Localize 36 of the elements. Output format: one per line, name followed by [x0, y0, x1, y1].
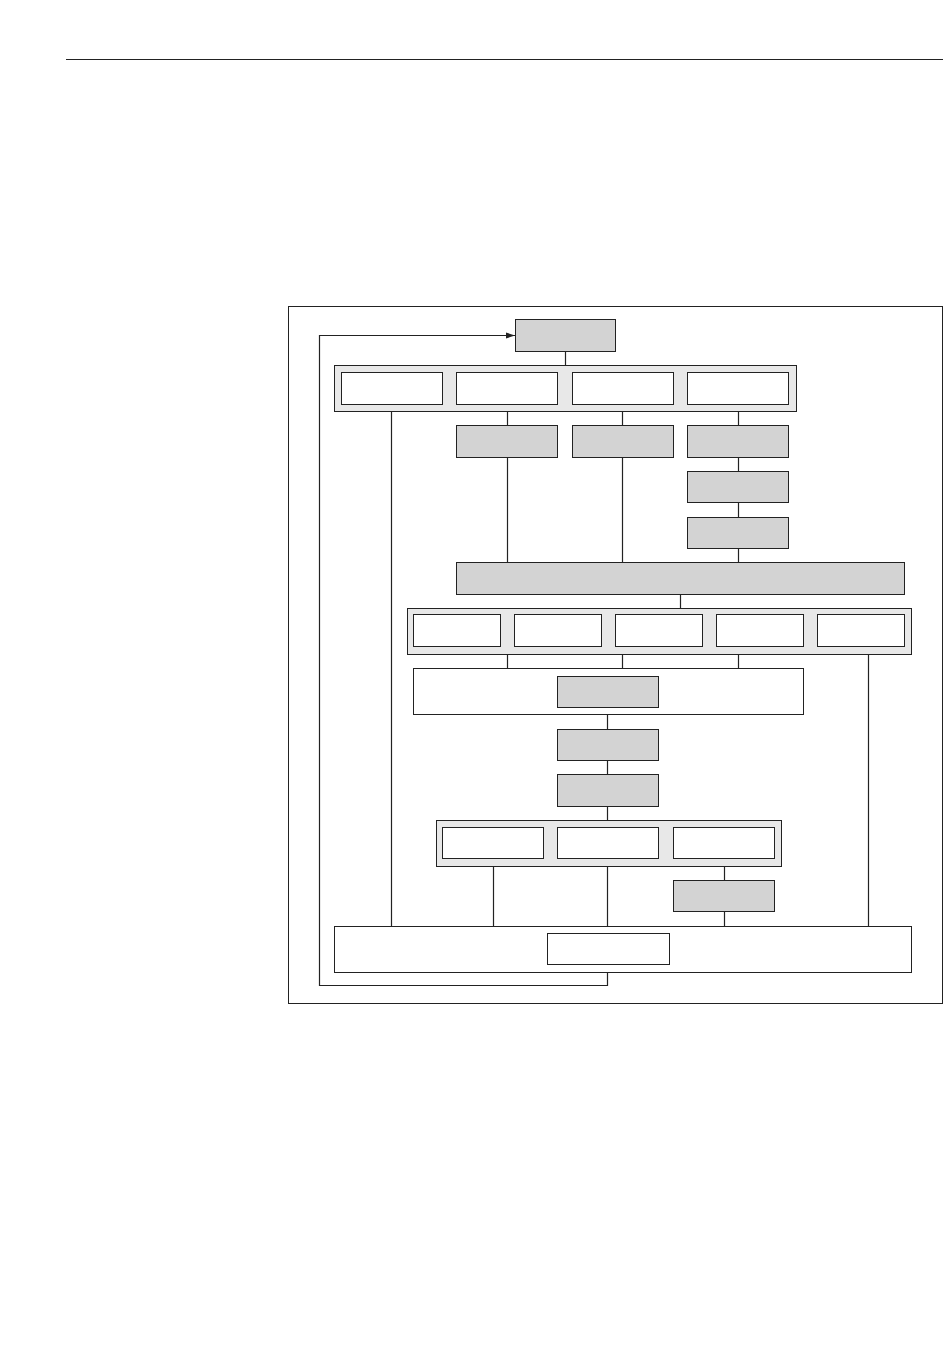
process-box — [456, 562, 905, 595]
process-box — [557, 676, 659, 708]
option-box — [673, 827, 775, 859]
process-box — [456, 425, 558, 458]
option-box — [442, 827, 544, 859]
connector-line — [867, 654, 870, 927]
arrow — [318, 332, 609, 987]
connector-line — [390, 411, 393, 927]
option-box — [687, 372, 789, 405]
process-box — [515, 319, 616, 352]
option-box — [547, 933, 670, 965]
group-panel — [407, 608, 912, 655]
option-box — [572, 372, 674, 405]
option-box — [817, 614, 905, 647]
option-box — [514, 614, 602, 647]
option-box — [456, 372, 558, 405]
process-box — [687, 517, 789, 549]
connector-line — [492, 866, 495, 927]
process-box — [557, 729, 659, 761]
process-box — [572, 425, 674, 458]
connector-line — [621, 457, 624, 563]
group-panel — [436, 820, 782, 867]
process-box — [687, 425, 789, 458]
container-panel — [413, 668, 804, 715]
option-box — [615, 614, 703, 647]
process-box — [673, 880, 775, 912]
option-box — [341, 372, 443, 405]
option-box — [716, 614, 804, 647]
group-panel — [334, 365, 797, 412]
connector-line — [506, 457, 509, 563]
connector-line — [606, 866, 609, 927]
container-panel — [334, 926, 912, 973]
option-box — [557, 827, 659, 859]
process-box — [687, 471, 789, 503]
process-box — [557, 774, 659, 807]
option-box — [413, 614, 501, 647]
